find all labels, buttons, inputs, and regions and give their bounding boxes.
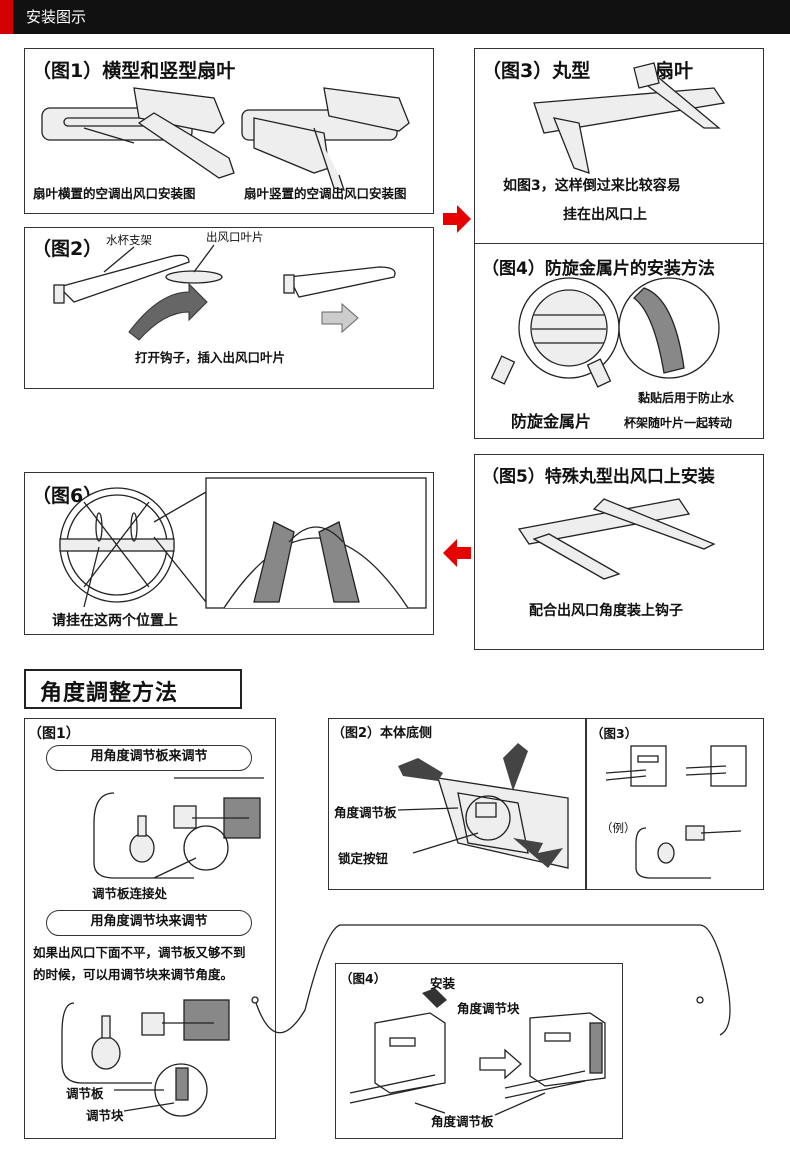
angle-p1-title: （图1） <box>28 726 80 742</box>
fig3-illustration <box>533 62 726 174</box>
angle-section-box <box>24 669 242 709</box>
fig4-illustration <box>490 277 720 388</box>
angle-p2-illustration <box>397 743 569 869</box>
header-accent <box>0 0 13 34</box>
angle-p4-label-install: 安装 <box>430 976 456 991</box>
fig5-title: （图5）特殊丸型出风口上安装 <box>482 467 715 487</box>
fig2-label-vane: 出风口叶片 <box>206 230 264 244</box>
angle-section-title: 角度調整方法 <box>40 681 179 706</box>
fig3-caption-line1: 如图3，这样倒过来比较容易 <box>503 178 681 194</box>
angle-p2-label-plate: 角度调节板 <box>334 805 397 820</box>
fig1-title: （图1）横型和竖型扇叶 <box>32 60 236 82</box>
angle-p1-illustration-top <box>93 777 264 879</box>
fig2-illustration <box>53 244 396 341</box>
angle-p1-desc-line2: 的时候，可以用调节块来调节角度。 <box>33 967 234 982</box>
angle-p2-title: （图2）本体底侧 <box>332 726 433 741</box>
angle-p4-label-block: 角度调节块 <box>457 1001 520 1016</box>
angle-p3-example-label: （例） <box>601 821 636 835</box>
angle-p1-label-plate: 调节板 <box>66 1086 104 1101</box>
fig5-illustration <box>517 498 716 580</box>
fig4-note-line1: 黏贴后用于防止水 <box>638 391 735 405</box>
section-header-bar <box>0 0 790 34</box>
angle-p1-pill-plate: 用角度调节板来调节 <box>46 745 252 771</box>
arrow-left-icon <box>443 539 471 567</box>
fig4-note-line2: 杯架随叶片一起转动 <box>624 416 733 430</box>
arrow-right-icon <box>443 205 471 233</box>
fig3-caption-line2: 挂在出风口上 <box>563 207 647 223</box>
fig5-panel <box>474 454 764 650</box>
fig2-panel <box>24 227 434 389</box>
fig2-caption: 打开钩子，插入出风口叶片 <box>135 350 286 365</box>
fig3-title-suffix: 扇叶 <box>655 60 694 82</box>
header-title: 安装图示 <box>26 8 87 26</box>
fig3-title: （图3）丸型 <box>482 60 591 82</box>
angle-p1-pill-block: 用角度调节块来调节 <box>46 910 252 936</box>
angle-p1-label-joint: 调节板连接处 <box>92 886 168 901</box>
fig6-caption: 请挂在这两个位置上 <box>52 613 178 629</box>
angle-p4-label-plate: 角度调节板 <box>431 1114 494 1129</box>
angle-p1-desc-line1: 如果出风口下面不平，调节板又够不到 <box>33 945 246 960</box>
fig5-caption: 配合出风口角度装上钩子 <box>529 603 683 619</box>
angle-p2-label-button: 锁定按钮 <box>338 851 389 866</box>
angle-p3-illustration <box>605 745 747 879</box>
fig2-label-holder: 水杯支架 <box>106 233 152 247</box>
fig3-panel <box>474 48 764 244</box>
angle-p1-label-block: 调节块 <box>86 1108 124 1123</box>
fig4-label-metal: 防旋金属片 <box>511 412 592 431</box>
fig6-illustration <box>59 477 427 609</box>
angle-p1-illustration-bottom <box>61 999 230 1117</box>
angle-p3-title: （图3） <box>591 726 638 741</box>
angle-p4-illustration <box>349 988 606 1116</box>
angle-p4-title: （图4） <box>340 971 387 986</box>
fig1-caption-vertical: 扇叶竖置的空调出风口安装图 <box>244 186 407 201</box>
fig2-title: （图2） <box>32 238 103 260</box>
fig1-caption-horizontal: 扇叶横置的空调出风口安装图 <box>33 186 196 201</box>
fig1-illustration <box>41 87 410 191</box>
fig4-title: （图4）防旋金属片的安装方法 <box>482 259 715 279</box>
